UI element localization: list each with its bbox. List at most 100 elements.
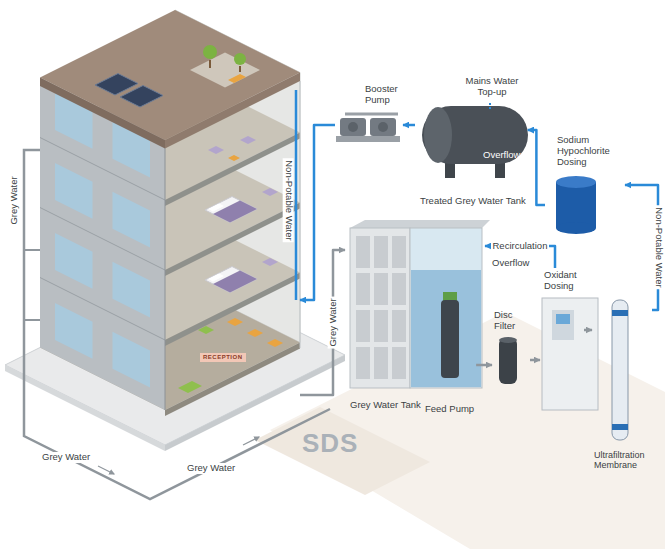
building-part bbox=[205, 197, 257, 223]
building-pipes-part bbox=[243, 437, 259, 445]
building-part bbox=[208, 146, 224, 154]
dosing-drum-drawing-part bbox=[556, 176, 596, 188]
annotation: Overflow bbox=[490, 258, 531, 269]
building-pipes-part bbox=[24, 319, 40, 321]
grey-tank-drawing-part bbox=[392, 236, 406, 268]
pipe-connector bbox=[530, 359, 540, 362]
pipe-label: Grey Water bbox=[40, 452, 92, 463]
building-part bbox=[113, 192, 151, 248]
treated-tank-drawing-part bbox=[424, 107, 452, 163]
treated-tank-drawing bbox=[422, 103, 528, 178]
grey-tank-drawing-part bbox=[374, 347, 388, 379]
building-part bbox=[234, 53, 246, 65]
building-part bbox=[165, 343, 300, 417]
building: RECEPTION bbox=[30, 40, 300, 440]
building-part bbox=[300, 81, 301, 348]
building-part bbox=[227, 318, 243, 326]
building-part bbox=[267, 339, 283, 347]
building-part bbox=[113, 332, 151, 388]
grey-tank-drawing-part bbox=[356, 236, 370, 268]
node-label: Treated Grey Water Tank bbox=[420, 196, 526, 207]
building-pipes-part bbox=[295, 90, 298, 300]
building-part bbox=[203, 45, 217, 59]
building-part bbox=[208, 274, 224, 282]
membrane-drawing-part bbox=[612, 300, 628, 440]
pipe-label: Grey Water bbox=[328, 296, 339, 348]
booster-pump-drawing bbox=[336, 114, 400, 142]
grey-tank-drawing-part bbox=[374, 310, 388, 342]
pipe-connector bbox=[476, 364, 492, 367]
disc-filter: Disc Filter bbox=[492, 310, 530, 390]
annotation: Mains Water Top-up bbox=[461, 76, 523, 98]
pipe-connector bbox=[584, 329, 592, 332]
building-pipes bbox=[24, 90, 330, 499]
grey-tank-drawing-part bbox=[392, 310, 406, 342]
uf-unit-drawing-part bbox=[552, 310, 574, 340]
pipe-connector bbox=[300, 125, 335, 300]
grey-tank-drawing-part bbox=[392, 347, 406, 379]
building-pipes-part bbox=[98, 466, 114, 474]
building-pipes-part bbox=[24, 150, 330, 499]
ultrafiltration-unit: Oxidant Dosing bbox=[540, 268, 584, 418]
building-part bbox=[55, 303, 93, 359]
building-part bbox=[120, 86, 163, 108]
node-label: Ultrafiltration Membrane bbox=[594, 450, 650, 471]
building bbox=[40, 10, 300, 416]
grey-tank-drawing-part bbox=[350, 220, 490, 228]
building-part bbox=[228, 155, 240, 161]
membrane-drawing-part bbox=[612, 310, 628, 316]
dosing-drum: Sodium Hypochlorite Dosing bbox=[545, 135, 625, 235]
building-part bbox=[113, 262, 151, 318]
uf-unit-drawing-part bbox=[556, 314, 570, 324]
grey-tank-drawing-part bbox=[441, 300, 459, 378]
building-part bbox=[165, 73, 300, 149]
building-part bbox=[262, 258, 278, 266]
grey-tank-drawing-part bbox=[392, 273, 406, 305]
dosing-drum-drawing-part bbox=[556, 222, 596, 234]
building-part bbox=[165, 133, 300, 207]
grey-tank-drawing-part bbox=[410, 228, 482, 388]
booster-pump-drawing-part bbox=[340, 118, 366, 136]
treated-tank-drawing-part bbox=[489, 103, 491, 110]
pipe-connector bbox=[528, 130, 545, 205]
membrane-drawing-part bbox=[612, 424, 628, 430]
booster-pump-drawing-part bbox=[336, 136, 400, 142]
building-part bbox=[239, 66, 241, 72]
pipe-connector bbox=[403, 124, 415, 127]
node-label: Feed Pump bbox=[425, 404, 474, 415]
building-part bbox=[228, 74, 246, 83]
building-part bbox=[240, 136, 256, 144]
building-part bbox=[40, 10, 300, 140]
pipe-label: Grey Water bbox=[9, 174, 20, 226]
dosing-drum-drawing bbox=[556, 176, 596, 234]
grey-tank-drawing-part bbox=[350, 228, 410, 388]
treated-tank-drawing-part bbox=[422, 106, 528, 164]
building-part bbox=[262, 188, 278, 196]
grey-tank-drawing-part bbox=[374, 236, 388, 268]
pipe-label: Grey Water bbox=[185, 463, 237, 474]
node-label: Oxidant Dosing bbox=[544, 270, 582, 292]
grey-tank-drawing bbox=[350, 220, 490, 388]
disc-filter-drawing-part bbox=[499, 338, 517, 384]
booster-pump-drawing-part bbox=[345, 113, 398, 116]
building-part bbox=[209, 60, 211, 68]
disc-filter-drawing bbox=[499, 337, 517, 384]
ultrafiltration-membrane: Ultrafiltration Membrane bbox=[592, 290, 652, 485]
disc-filter-drawing-part bbox=[499, 337, 517, 343]
pipe-label: Non-Potable Water bbox=[283, 158, 294, 242]
booster-pump-drawing-part bbox=[348, 122, 358, 132]
building-part bbox=[178, 381, 202, 393]
building-part bbox=[247, 329, 263, 337]
pipe-label: Non-Potable Water bbox=[653, 205, 664, 289]
feed-pump: Feed Pump bbox=[425, 290, 476, 420]
building-part bbox=[55, 233, 93, 289]
grey-tank-drawing-part bbox=[356, 347, 370, 379]
building-pipes-part bbox=[24, 249, 40, 251]
booster-pump: Booster Pump bbox=[335, 84, 403, 144]
booster-pump-drawing-part bbox=[370, 118, 396, 136]
building-part bbox=[205, 267, 257, 293]
grey-tank-drawing-part bbox=[411, 270, 481, 387]
treated-grey-water-tank: OverflowTreated Grey Water Tank bbox=[415, 100, 528, 212]
grey-tank-drawing-part bbox=[356, 273, 370, 305]
